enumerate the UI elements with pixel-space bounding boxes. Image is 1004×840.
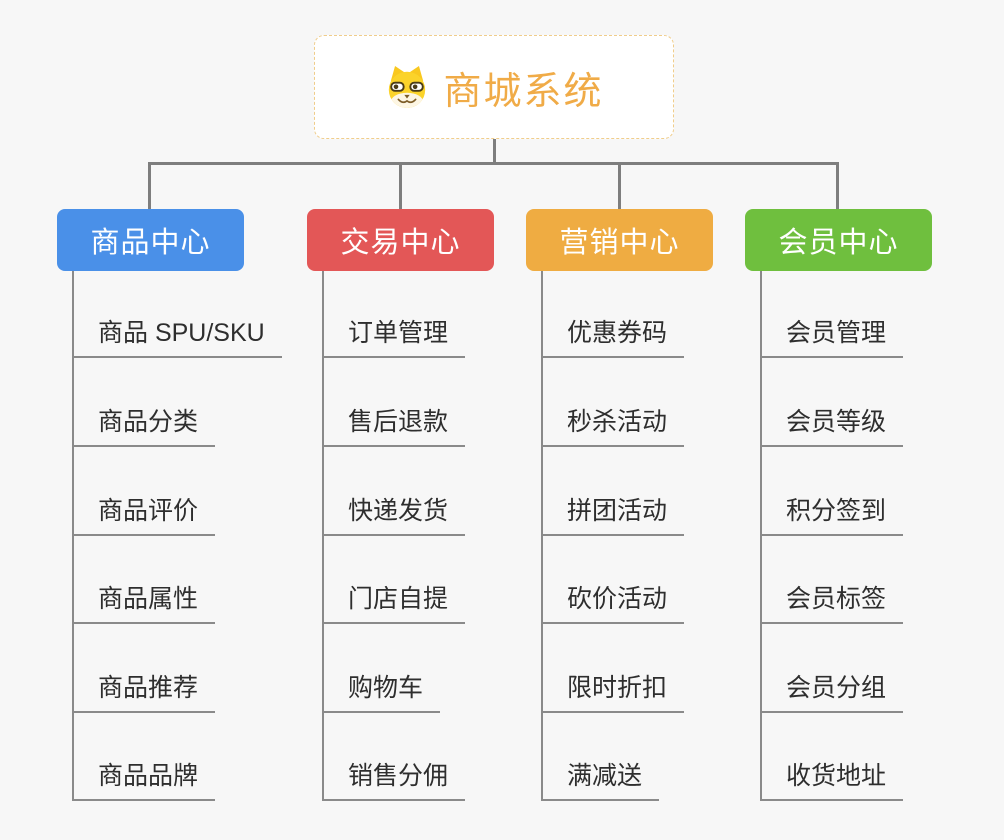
leaf-node[interactable]: 会员管理 [760, 317, 904, 358]
root-title: 商城系统 [443, 70, 604, 113]
connector-trunk [322, 271, 324, 801]
connector-trunk [541, 271, 543, 801]
connector-trunk [72, 271, 74, 801]
leaf-node[interactable]: 砍价活动 [541, 583, 685, 624]
branch-column-product-center: 商品中心 商品 SPU/SKU 商品分类 商品评价 商品属性 商品推荐 商品品牌 [57, 209, 317, 829]
leaf-node[interactable]: 限时折扣 [541, 672, 685, 713]
leaf-node[interactable]: 会员等级 [760, 406, 904, 447]
connector-drop-trade [399, 162, 402, 210]
doge-icon [384, 65, 430, 109]
leaf-node[interactable]: 商品评价 [72, 495, 216, 536]
connector-trunk [760, 271, 762, 801]
leaf-node[interactable]: 商品属性 [72, 583, 216, 624]
branch-node-member-center[interactable]: 会员中心 [745, 209, 932, 271]
leaf-node[interactable]: 门店自提 [322, 583, 466, 624]
leaf-node[interactable]: 商品分类 [72, 406, 216, 447]
leaf-node[interactable]: 会员标签 [760, 583, 904, 624]
connector-drop-marketing [618, 162, 621, 210]
branch-node-trade-center[interactable]: 交易中心 [307, 209, 494, 271]
connector-bus [148, 162, 839, 165]
connector-root-stub [493, 139, 496, 164]
leaf-node[interactable]: 售后退款 [322, 406, 466, 447]
branch-column-trade-center: 交易中心 订单管理 售后退款 快递发货 门店自提 购物车 销售分佣 [307, 209, 567, 829]
leaf-node[interactable]: 商品品牌 [72, 760, 216, 801]
leaf-node[interactable]: 优惠券码 [541, 317, 685, 358]
leaf-node[interactable]: 秒杀活动 [541, 406, 685, 447]
leaf-node[interactable]: 销售分佣 [322, 760, 466, 801]
leaf-node[interactable]: 满减送 [541, 760, 660, 801]
leaf-node[interactable]: 商品推荐 [72, 672, 216, 713]
branch-node-product-center[interactable]: 商品中心 [57, 209, 244, 271]
leaf-node[interactable]: 会员分组 [760, 672, 904, 713]
branch-node-marketing-center[interactable]: 营销中心 [526, 209, 713, 271]
leaf-node[interactable]: 商品 SPU/SKU [72, 317, 282, 358]
branch-column-marketing-center: 营销中心 优惠券码 秒杀活动 拼团活动 砍价活动 限时折扣 满减送 [526, 209, 786, 829]
leaf-node[interactable]: 快递发货 [322, 495, 466, 536]
leaf-node[interactable]: 收货地址 [760, 760, 904, 801]
leaf-node[interactable]: 积分签到 [760, 495, 904, 536]
branch-column-member-center: 会员中心 会员管理 会员等级 积分签到 会员标签 会员分组 收货地址 [745, 209, 1004, 829]
root-node-mall-system[interactable]: 商城系统 [314, 35, 674, 139]
leaf-node[interactable]: 购物车 [322, 672, 441, 713]
leaf-node[interactable]: 拼团活动 [541, 495, 685, 536]
connector-drop-member [836, 162, 839, 210]
leaf-node[interactable]: 订单管理 [322, 317, 466, 358]
connector-drop-product [148, 162, 151, 210]
